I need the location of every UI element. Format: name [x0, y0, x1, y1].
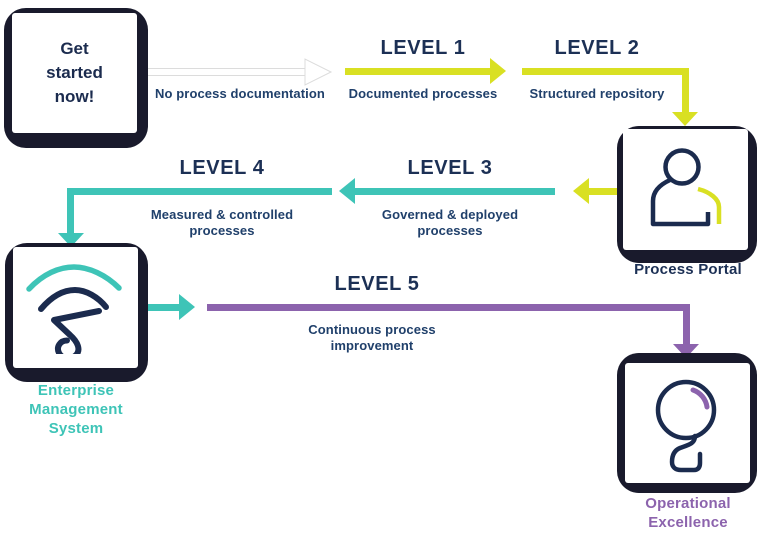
level-4-caption-line2: processes: [189, 223, 255, 238]
ems-exit-arrowhead: [179, 294, 195, 320]
get-started-line2: started: [46, 63, 103, 82]
level-2-line-vertical: [682, 68, 689, 113]
level-1-caption: Documented processes: [348, 86, 498, 101]
portal-exit-line: [589, 188, 621, 195]
level-5-caption: Continuous process improvement: [308, 322, 436, 353]
level-3-caption-line1: Governed & deployed: [381, 207, 519, 222]
start-arrow-caption: No process documentation: [155, 86, 325, 101]
start-arrow: [136, 58, 333, 86]
level-5-line: [207, 304, 690, 311]
level-4-caption-line1: Measured & controlled: [150, 207, 294, 222]
level-4-line-vertical: [67, 188, 74, 234]
level-3-arrowhead: [339, 178, 355, 204]
person-icon: [648, 146, 724, 228]
level-1-line: [345, 68, 491, 75]
ems-label: Enterprise Management System: [0, 381, 152, 438]
ems-label-line3: System: [48, 420, 104, 437]
level-4-line: [67, 188, 332, 195]
level-1-arrowhead: [490, 58, 506, 84]
level-3-line: [355, 188, 555, 195]
level-1-title: LEVEL 1: [380, 37, 466, 59]
oe-label-line2: Excellence: [648, 514, 728, 531]
ems-label-line2: Management: [29, 401, 123, 418]
level-2-title: LEVEL 2: [554, 37, 640, 59]
level-4-title: LEVEL 4: [179, 157, 265, 179]
ems-exit-line: [138, 304, 179, 311]
portal-exit-arrowhead: [573, 178, 589, 204]
get-started-line3: now!: [54, 87, 95, 106]
get-started-card[interactable]: [12, 13, 137, 133]
level-3-title: LEVEL 3: [407, 157, 493, 179]
level-3-caption-line2: processes: [417, 223, 483, 238]
operational-excellence-label: Operational Excellence: [608, 494, 768, 532]
signal-wave-icon: [25, 262, 125, 354]
get-started-label: Get started now!: [12, 13, 137, 133]
level-2-line: [522, 68, 689, 75]
level-2-caption: Structured repository: [529, 86, 665, 101]
level-5-title: LEVEL 5: [334, 273, 420, 295]
lightbulb-icon: [648, 377, 726, 475]
oe-label-line1: Operational: [645, 495, 731, 512]
level-3-caption: Governed & deployed processes: [345, 207, 555, 239]
level-2-arrowhead: [672, 112, 698, 126]
level-5-line-vertical: [683, 304, 690, 345]
ems-label-line1: Enterprise: [37, 382, 115, 399]
get-started-line1: Get: [60, 39, 89, 58]
level-4-caption: Measured & controlled processes: [117, 207, 327, 239]
process-portal-label: Process Portal: [634, 261, 742, 278]
